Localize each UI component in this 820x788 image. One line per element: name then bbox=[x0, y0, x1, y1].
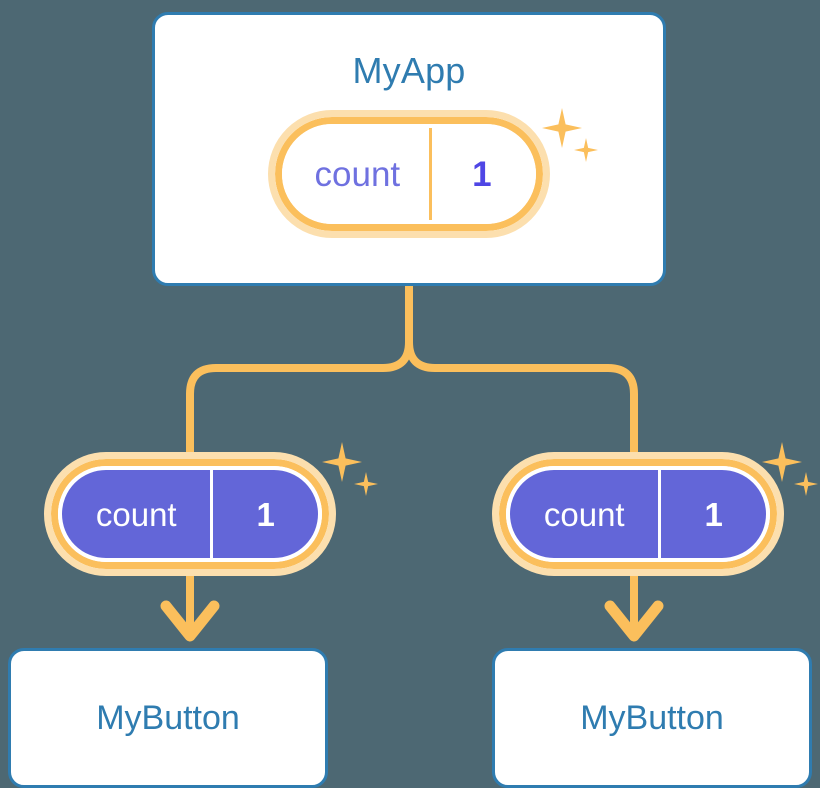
state-pill-divider bbox=[210, 470, 214, 558]
node-card-mybutton-left[interactable]: MyButton bbox=[8, 648, 328, 788]
state-pill-root[interactable]: count 1 bbox=[268, 110, 550, 238]
page-title: MyApp bbox=[352, 50, 466, 91]
node-card-label: MyButton bbox=[96, 699, 240, 737]
node-card-label: MyButton bbox=[580, 699, 724, 737]
state-pill-child-right[interactable]: count 1 bbox=[492, 452, 784, 576]
diagram-canvas: MyApp count 1 count 1 bbox=[8, 12, 818, 788]
state-pill-divider bbox=[428, 128, 432, 220]
connector-lines bbox=[160, 282, 664, 642]
node-card-mybutton-right[interactable]: MyButton bbox=[492, 648, 812, 788]
state-pill-value: 1 bbox=[704, 495, 723, 533]
state-pill-key: count bbox=[543, 495, 625, 533]
state-pill-value: 1 bbox=[472, 154, 492, 194]
state-pill-child-left[interactable]: count 1 bbox=[44, 452, 336, 576]
state-pill-key: count bbox=[95, 495, 177, 533]
state-pill-divider bbox=[658, 470, 662, 558]
state-pill-value: 1 bbox=[256, 495, 275, 533]
state-pill-key: count bbox=[314, 154, 401, 194]
